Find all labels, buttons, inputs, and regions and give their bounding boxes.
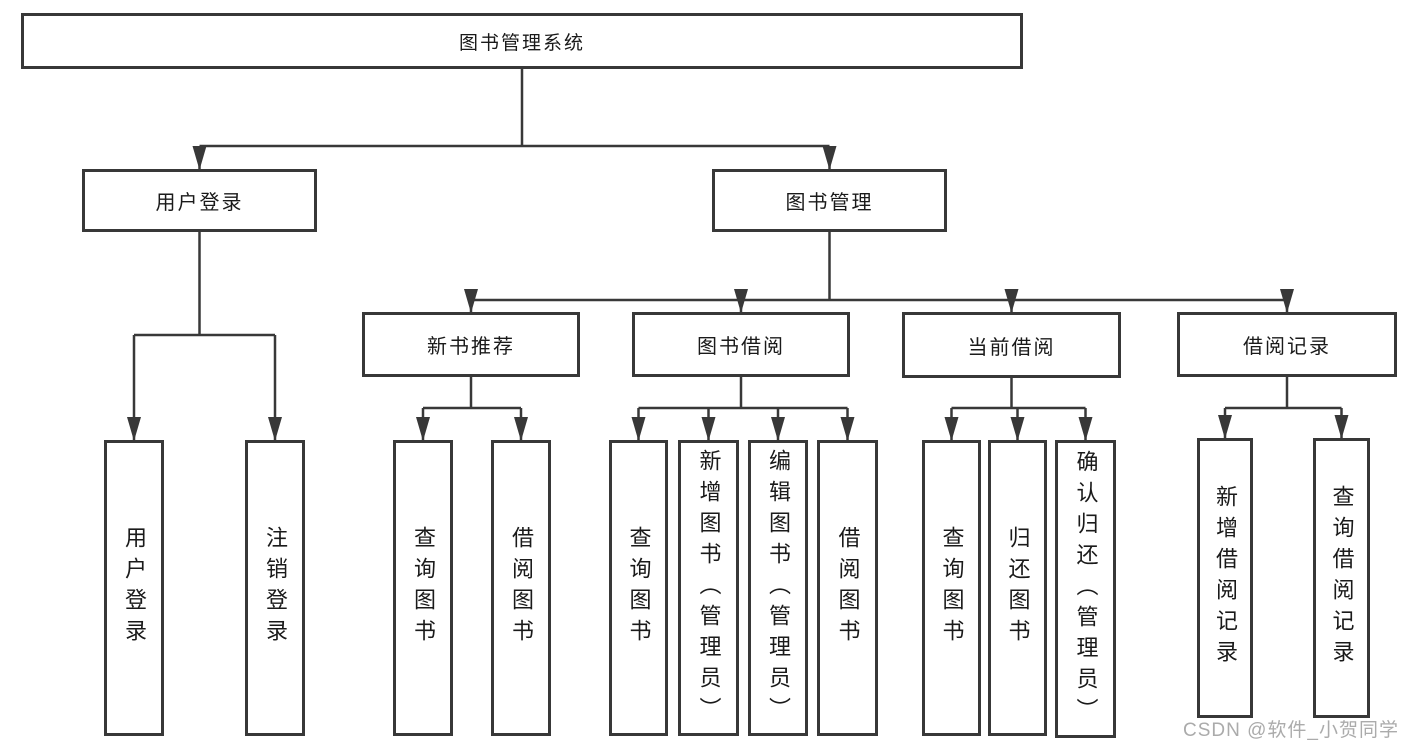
node-book-borrow: 图书借阅 — [632, 312, 850, 377]
node-label: 查询借阅记录 — [1329, 485, 1355, 671]
node-label: 查询图书 — [939, 526, 965, 650]
node-label: 借阅图书 — [835, 526, 861, 650]
node-leaf-rec-query: 查询图书 — [393, 440, 453, 736]
node-label: 注销登录 — [263, 526, 288, 650]
node-label: 确认归还（管理员） — [1073, 449, 1099, 729]
node-label: 图书管理 — [785, 192, 874, 214]
node-leaf-cb-query: 查询图书 — [922, 440, 981, 736]
node-leaf-user-login: 用户登录 — [104, 440, 164, 736]
node-label: 借阅图书 — [509, 526, 534, 650]
node-label: 新书推荐 — [427, 336, 515, 358]
node-label: 查询图书 — [626, 526, 652, 650]
node-leaf-bb-edit: 编辑图书（管理员） — [748, 440, 808, 736]
node-leaf-cb-return: 归还图书 — [988, 440, 1047, 736]
node-leaf-bb-borrow: 借阅图书 — [817, 440, 878, 736]
node-current-borrow: 当前借阅 — [902, 312, 1121, 378]
node-leaf-cb-confirm: 确认归还（管理员） — [1055, 440, 1116, 738]
node-leaf-br-add: 新增借阅记录 — [1197, 438, 1253, 718]
node-book-mgmt: 图书管理 — [712, 169, 947, 232]
node-label: 新增图书（管理员） — [696, 448, 722, 728]
node-leaf-logout: 注销登录 — [245, 440, 305, 736]
node-label: 借阅记录 — [1243, 336, 1331, 358]
node-label: 当前借阅 — [967, 336, 1056, 359]
node-label: 编辑图书（管理员） — [766, 448, 791, 728]
node-leaf-rec-borrow: 借阅图书 — [491, 440, 551, 736]
node-leaf-bb-query: 查询图书 — [609, 440, 668, 736]
node-label: 用户登录 — [122, 526, 147, 650]
node-user-login: 用户登录 — [82, 169, 317, 232]
node-label: 用户登录 — [155, 192, 244, 214]
node-label: 图书管理系统 — [458, 32, 585, 54]
node-leaf-bb-add: 新增图书（管理员） — [678, 440, 739, 736]
node-label: 新增借阅记录 — [1213, 485, 1238, 671]
node-label: 图书借阅 — [697, 336, 785, 358]
node-new-book-rec: 新书推荐 — [362, 312, 580, 377]
node-root: 图书管理系统 — [21, 13, 1023, 69]
node-label: 归还图书 — [1005, 526, 1031, 650]
node-leaf-br-query: 查询借阅记录 — [1313, 438, 1370, 718]
node-borrow-record: 借阅记录 — [1177, 312, 1397, 377]
watermark: CSDN @软件_小贺同学 — [1183, 720, 1399, 741]
node-label: 查询图书 — [411, 526, 436, 650]
